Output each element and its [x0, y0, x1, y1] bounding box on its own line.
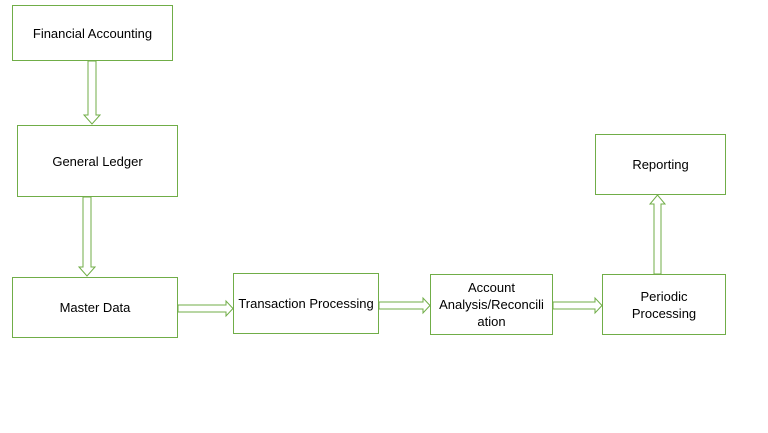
arrow-master-to-transaction — [177, 299, 234, 318]
arrow-periodic-to-reporting — [648, 194, 667, 275]
node-transaction-processing: Transaction Processing — [233, 273, 379, 334]
arrow-ledger-to-master — [77, 196, 97, 277]
node-general-ledger: General Ledger — [17, 125, 178, 197]
node-financial-accounting: Financial Accounting — [12, 5, 173, 61]
node-master-data-label: Master Data — [59, 300, 131, 315]
node-general-ledger-label: General Ledger — [52, 153, 143, 169]
node-financial-accounting-label: Financial Accounting — [32, 25, 153, 41]
node-account-analysis-label: Account Analysis/Reconcili ation — [439, 280, 544, 329]
arrow-financial-to-ledger — [82, 60, 102, 125]
node-periodic-processing: Periodic Processing — [602, 274, 726, 335]
node-master-data: Master Data — [12, 277, 178, 338]
node-transaction-processing-label: Transaction Processing — [238, 296, 374, 311]
arrow-analysis-to-periodic — [552, 296, 603, 315]
node-reporting: Reporting — [595, 134, 726, 195]
node-account-analysis: Account Analysis/Reconcili ation — [430, 274, 553, 335]
node-reporting-label: Reporting — [632, 157, 689, 172]
node-periodic-processing-label: Periodic Processing — [631, 288, 697, 321]
arrow-transaction-to-analysis — [378, 296, 431, 315]
